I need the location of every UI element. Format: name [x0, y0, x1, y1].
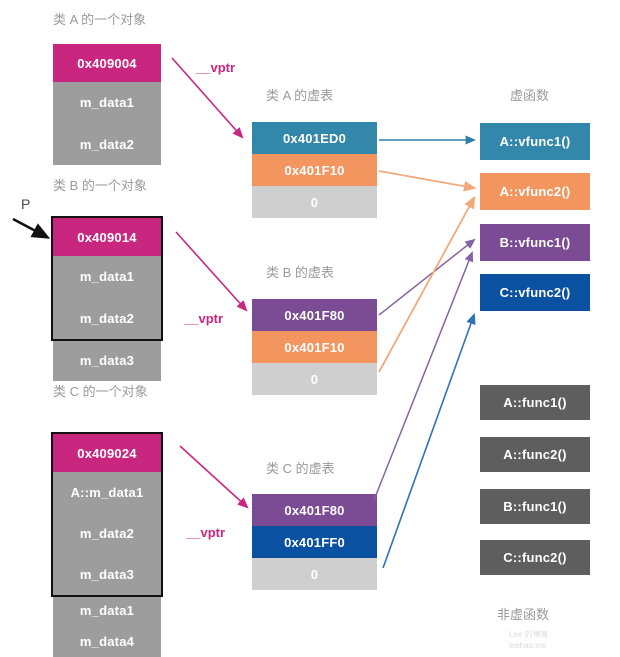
virtual-function-a-vfunc1: A::vfunc1()	[480, 123, 590, 160]
vptr-label-a: __vptr	[196, 60, 236, 75]
caption-object-b: 类 B 的一个对象	[53, 178, 147, 193]
object-c-member-1: A::m_data1	[53, 472, 161, 513]
vptr-label-c: __vptr	[186, 525, 226, 540]
vtable-c-entry-2: 0	[252, 558, 377, 590]
arrow-vtable-b-0-to-b-vfunc1	[378, 238, 476, 316]
arrow-vtable-c-1-to-c-vfunc2	[382, 312, 476, 569]
non-virtual-function-a-func1: A::func1()	[480, 385, 590, 420]
virtual-function-c-vfunc2: C::vfunc2()	[480, 274, 590, 311]
watermark-line-1: Lee 的博客	[509, 630, 549, 639]
object-c-member-3: m_data3	[53, 554, 161, 595]
virtual-function-b-vfunc1: B::vfunc1()	[480, 224, 590, 261]
virtual-function-a-vfunc2: A::vfunc2()	[480, 173, 590, 210]
vtable-a-entry-0: 0x401ED0	[252, 122, 377, 154]
vtable-b-entry-2: 0	[252, 363, 377, 395]
caption-non-virtual-functions: 非虚函数	[497, 607, 550, 622]
arrow-vtable-a-1-to-a-vfunc2	[378, 170, 477, 192]
object-c-member-4: m_data1	[53, 595, 161, 626]
object-c-member-2: m_data2	[53, 513, 161, 554]
caption-object-a: 类 A 的一个对象	[53, 12, 147, 27]
caption-vtable-a: 类 A 的虚表	[266, 88, 334, 103]
arrow-pointer-p	[12, 217, 51, 239]
vtable-c-entry-1: 0x401FF0	[252, 526, 377, 558]
object-b-member-3: m_data3	[53, 339, 161, 381]
object-a-vptr-slot: 0x409004	[53, 44, 161, 82]
arrow-vptr-b-to-vtable-b	[175, 231, 248, 312]
vtable-b-entry-0: 0x401F80	[252, 299, 377, 331]
vtable-a-entry-1: 0x401F10	[252, 154, 377, 186]
object-a-member-2: m_data2	[53, 123, 161, 165]
caption-vtable-c: 类 C 的虚表	[266, 461, 335, 476]
object-b-member-2: m_data2	[53, 297, 161, 339]
arrow-vptr-c-to-vtable-c	[179, 445, 249, 509]
object-b-vptr-slot: 0x409014	[53, 218, 161, 256]
object-c-vptr-slot: 0x409024	[53, 434, 161, 472]
vptr-label-b: __vptr	[184, 311, 224, 326]
caption-object-c: 类 C 的一个对象	[53, 384, 148, 399]
non-virtual-function-b-func1: B::func1()	[480, 489, 590, 524]
watermark-line-2: leehao.me	[509, 641, 547, 650]
object-a-member-1: m_data1	[53, 82, 161, 123]
non-virtual-function-c-func2: C::func2()	[480, 540, 590, 575]
object-c-member-5: m_data4	[53, 626, 161, 657]
arrow-vtable-b-1-to-a-vfunc2	[378, 195, 476, 373]
non-virtual-function-a-func2: A::func2()	[480, 437, 590, 472]
caption-virtual-functions: 虚函数	[510, 88, 550, 103]
caption-vtable-b: 类 B 的虚表	[266, 265, 334, 280]
vtable-a-entry-2: 0	[252, 186, 377, 218]
object-b-member-1: m_data1	[53, 256, 161, 297]
vtable-c-entry-0: 0x401F80	[252, 494, 377, 526]
vtable-b-entry-1: 0x401F10	[252, 331, 377, 363]
arrow-vtable-c-0-to-b-vfunc1	[373, 251, 474, 501]
pointer-p-label: P	[21, 196, 31, 212]
